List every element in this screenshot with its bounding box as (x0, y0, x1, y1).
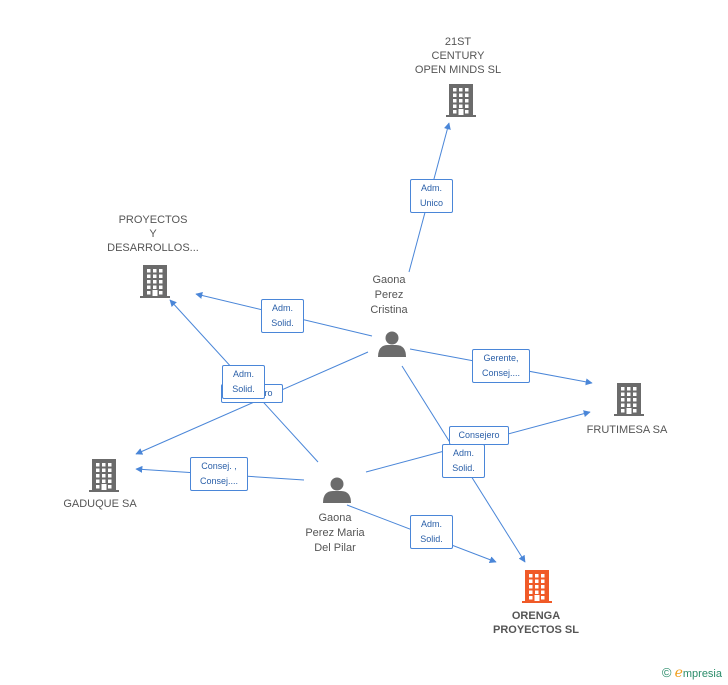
relation-label-line: Solid. (271, 318, 294, 328)
company-label-line: GADUQUE SA (63, 498, 137, 510)
company-label-line: DESARROLLOS... (107, 242, 199, 254)
company-fruti-icon[interactable] (614, 383, 644, 416)
brand-watermark: © empresia (662, 665, 722, 681)
company-label-gad[interactable]: GADUQUE SA (40, 497, 160, 511)
person-label-line: Perez (374, 289, 404, 301)
company-label-line: OPEN MINDS SL (414, 64, 502, 76)
relation-label-line: Solid. (232, 384, 255, 394)
relation-label-line: Consej. , (201, 461, 237, 471)
relation-label-line: Adm. (420, 183, 442, 193)
relation-label-line: Consejero (458, 430, 500, 440)
relation-label[interactable]: Consejero (449, 426, 509, 445)
person-cris-icon[interactable] (378, 331, 406, 358)
relation-label-line: Consej.... (481, 368, 521, 378)
relation-label-line: Adm. (271, 303, 293, 313)
company-gad-icon[interactable] (89, 459, 119, 492)
relation-label-line: Adm. (452, 448, 474, 458)
company-label-line: PROYECTOS SL (493, 624, 579, 636)
relation-edge (135, 351, 369, 455)
person-label-line: Del Pilar (314, 542, 356, 554)
brand-name: mpresia (682, 668, 722, 680)
relation-label[interactable]: Gerente, Consej.... (472, 349, 530, 383)
relation-label[interactable]: Adm. Solid. (410, 515, 453, 549)
relation-label[interactable]: Consej. , Consej.... (190, 457, 248, 491)
relation-label-line: Consej.... (199, 476, 239, 486)
relation-label-line: Adm. (420, 519, 442, 529)
company-label-line: ORENGA (511, 610, 561, 622)
company-label-line: Y (149, 228, 157, 240)
company-label-line: FRUTIMESA SA (586, 424, 668, 436)
company-label-proy[interactable]: PROYECTOS Y DESARROLLOS... (93, 213, 213, 255)
relation-label[interactable]: Adm. Unico (410, 179, 453, 213)
edges (135, 122, 593, 564)
relation-label-line: Solid. (452, 463, 475, 473)
company-label-fruti[interactable]: FRUTIMESA SA (567, 423, 687, 437)
person-label-line: Gaona (318, 512, 352, 524)
company-label-line: 21ST (444, 36, 472, 48)
nodes (89, 84, 644, 603)
person-label-line: Cristina (370, 304, 408, 316)
company-c21-icon[interactable] (446, 84, 476, 117)
relation-label-line: Unico (419, 198, 443, 208)
person-label-line: Gaona (372, 274, 406, 286)
company-label-orenga[interactable]: ORENGA PROYECTOS SL (476, 609, 596, 637)
company-orenga-icon[interactable] (522, 570, 552, 603)
person-pilar-icon[interactable] (323, 477, 351, 504)
relation-label-line: Adm. (232, 369, 254, 379)
company-label-line: CENTURY (431, 50, 485, 62)
relation-label[interactable]: Adm. Solid. (261, 299, 304, 333)
relation-label[interactable]: Adm. Solid. (222, 365, 265, 399)
company-proy-icon[interactable] (140, 265, 170, 298)
brand-initial: e (674, 665, 683, 681)
company-label-line: PROYECTOS (118, 214, 188, 226)
relation-label-line: Gerente, (483, 353, 519, 363)
company-label-c21[interactable]: 21ST CENTURY OPEN MINDS SL (398, 35, 518, 77)
person-label-line: Perez Maria (305, 527, 365, 539)
relation-label[interactable]: Adm. Solid. (442, 444, 485, 478)
relation-label-line: Solid. (420, 534, 443, 544)
copyright-symbol: © (661, 665, 672, 680)
